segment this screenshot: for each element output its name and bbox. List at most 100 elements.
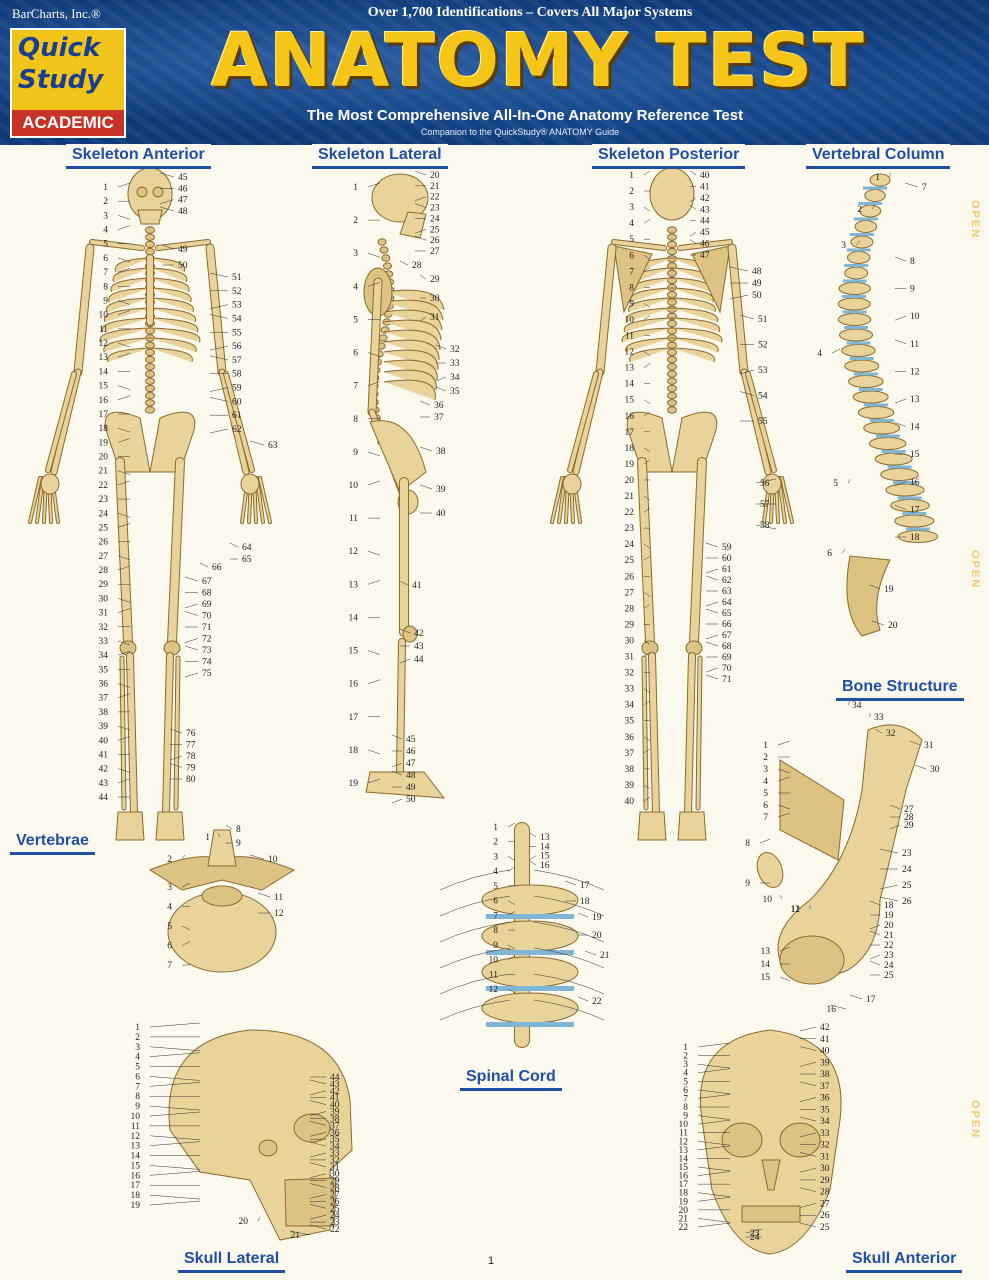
rib	[149, 337, 197, 353]
skel-ant-leader	[117, 225, 131, 230]
skel-ant-callout: 45	[178, 173, 188, 183]
vertebra-body	[837, 297, 871, 311]
skl-ant-callout: 33	[820, 1129, 830, 1139]
vertebra-body	[846, 251, 871, 264]
skel-post-leader	[643, 363, 651, 368]
vertebral-body	[481, 992, 579, 1024]
bone-callout: 18	[884, 901, 894, 911]
skl-lat-leader	[257, 1216, 261, 1222]
skel-ant-callout: 67	[202, 577, 212, 587]
skl-lat-leader	[149, 1022, 201, 1028]
vertebra	[667, 319, 677, 328]
bone-leader	[777, 812, 791, 818]
cord-callout: 12	[489, 985, 499, 995]
cord-callout: 9	[493, 941, 498, 951]
skl-ant-callout: 21	[679, 1214, 689, 1224]
rib	[149, 277, 190, 293]
intervertebral-disc	[849, 233, 874, 236]
vcol-leader	[847, 478, 851, 484]
skel-post-leader	[643, 255, 651, 260]
vertebra-body	[854, 220, 878, 233]
skl-ant-callout: 17	[679, 1180, 689, 1190]
skel-lat-leader	[367, 580, 381, 585]
bone-leader	[869, 924, 881, 930]
intervertebral-disc	[869, 419, 894, 422]
skel-post-callout: 33	[625, 685, 635, 695]
nerve-root	[533, 921, 605, 943]
bone-callout: 24	[902, 865, 912, 875]
skel-lat-leader	[367, 282, 381, 287]
bone-leader	[869, 954, 881, 960]
skel-post-callout: 50	[752, 291, 762, 301]
skel-post-callout: 23	[625, 524, 635, 534]
nerve-root	[533, 947, 605, 969]
skel-lat-callout: 45	[406, 735, 416, 745]
skel-ant-leader	[184, 672, 199, 678]
skl-lat-callout: 27	[330, 1190, 340, 1200]
bone-leader	[847, 700, 851, 706]
skull	[371, 173, 429, 223]
label-skull-anterior: Skull Anterior	[846, 1248, 963, 1273]
cord-leader	[584, 950, 597, 956]
skel-ant-leader	[169, 763, 183, 768]
cord-callout: 5	[493, 882, 498, 892]
skel-post-callout: 13	[625, 364, 635, 374]
skel-post-leader	[739, 391, 755, 396]
vertebra-body	[848, 375, 884, 388]
skel-lat-callout: 34	[450, 373, 460, 383]
skel-post-callout: 36	[625, 733, 635, 743]
rib	[149, 317, 199, 333]
skl-ant-leader	[799, 1167, 817, 1173]
skel-ant-leader	[117, 513, 131, 518]
skel-lat-callout: 13	[349, 580, 359, 590]
skel-ant-leader	[117, 342, 131, 348]
skl-lat-callout: 41	[330, 1094, 340, 1104]
vertebra	[667, 341, 677, 349]
skl-ant-callout: 38	[820, 1070, 830, 1080]
skel-post-callout: 18	[625, 444, 635, 454]
skel-ant-callout: 80	[186, 775, 196, 785]
skel-lat-leader	[414, 203, 427, 208]
skl-lat-callout: 10	[131, 1112, 141, 1122]
bone-leader	[869, 960, 881, 966]
vert-leader	[181, 882, 191, 888]
skel-ant-leader	[209, 397, 229, 402]
vertebra	[667, 384, 677, 393]
vert-leader	[181, 854, 186, 860]
rib	[149, 327, 201, 343]
bone-leader	[777, 804, 791, 810]
skel-ant-callout: 29	[99, 580, 109, 590]
skl-ant-leader	[799, 1046, 817, 1051]
vcol-leader	[894, 398, 907, 404]
intervertebral-disc	[887, 465, 912, 469]
skel-ant-leader	[209, 428, 229, 434]
skl-ant-leader	[697, 1068, 731, 1073]
skel-post-leader	[643, 592, 651, 597]
skl-ant-callout: 22	[679, 1223, 689, 1233]
skel-ant-leader	[209, 272, 229, 278]
skel-lat-callout: 18	[349, 746, 359, 756]
skel-post-callout: 8	[629, 283, 634, 293]
skel-ant-leader	[117, 778, 131, 784]
cord-leader	[507, 822, 516, 828]
bone-callout: 34	[852, 701, 862, 711]
skel-ant-leader	[117, 683, 131, 688]
skel-post-leader	[643, 303, 651, 308]
skl-lat-leader	[309, 1224, 327, 1230]
vertebra	[145, 406, 155, 414]
cord-leader	[507, 866, 516, 872]
orbit	[293, 1113, 331, 1143]
skel-ant-leader	[199, 562, 209, 568]
vertebra	[145, 363, 155, 371]
skel-ant-callout: 9	[103, 296, 108, 306]
skel-post-callout: 21	[625, 492, 635, 502]
skel-ant-callout: 57	[232, 356, 242, 366]
skl-lat-leader	[149, 1141, 201, 1146]
femur	[638, 458, 654, 646]
skel-lat-callout: 49	[406, 783, 416, 793]
skel-post-callout: 63	[722, 587, 732, 597]
